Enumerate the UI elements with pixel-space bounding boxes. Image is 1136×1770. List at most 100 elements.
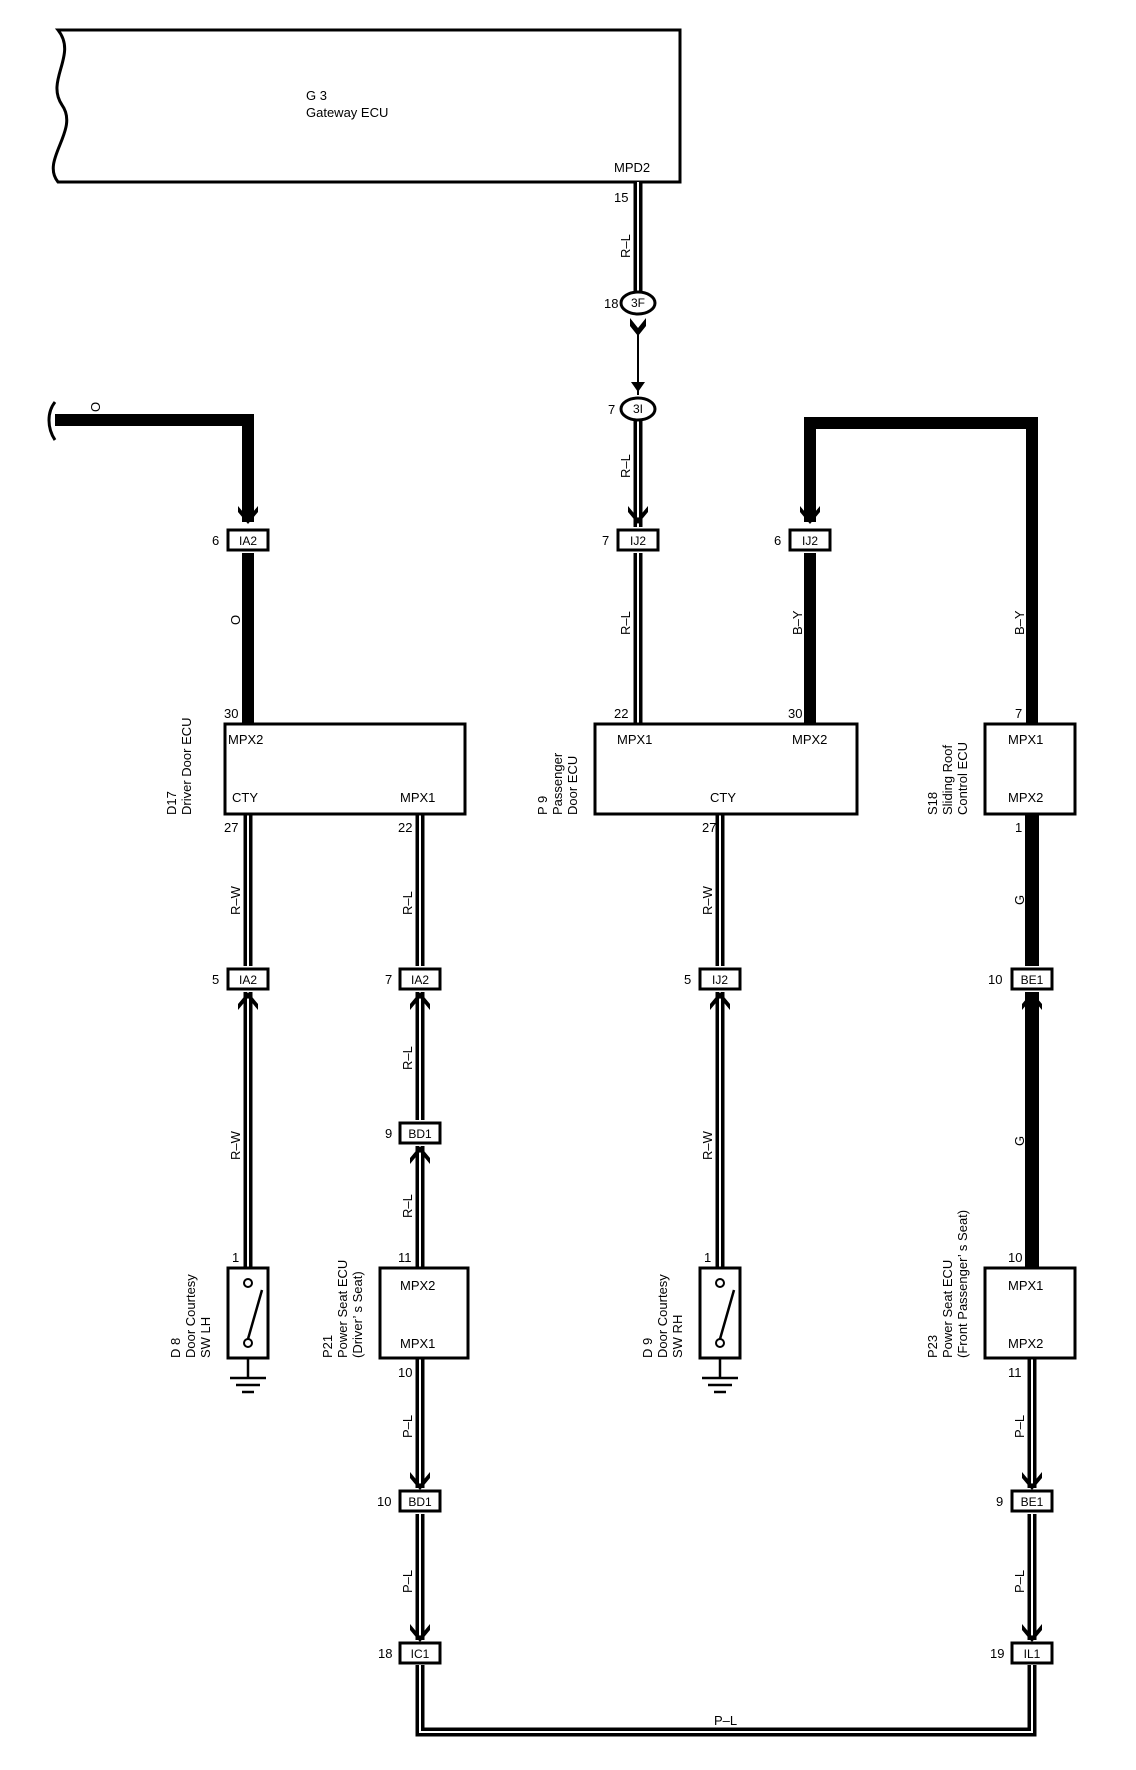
switch-contact-icon xyxy=(718,1289,736,1340)
svg-text:27: 27 xyxy=(702,820,716,835)
wire-code: R–L xyxy=(618,454,633,478)
svg-text:MPX2: MPX2 xyxy=(228,732,263,747)
arrow-up-icon xyxy=(410,992,430,1010)
svg-text:P21: P21 xyxy=(320,1335,335,1358)
driver-door-ecu: MPX2 30 CTY 27 MPX1 22 D17 Driver Door E… xyxy=(164,706,467,835)
svg-text:IA2: IA2 xyxy=(239,534,257,548)
svg-text:MPX2: MPX2 xyxy=(1008,790,1043,805)
wire-code: B–Y xyxy=(790,610,805,635)
arrow-down-icon xyxy=(628,506,648,524)
joint-3f-pin: 18 xyxy=(604,296,618,311)
svg-text:P 9: P 9 xyxy=(535,796,550,815)
connector-ij2-right-top: IJ2 6 xyxy=(774,528,832,552)
connector-bd1-top: BD1 9 xyxy=(385,1121,442,1145)
svg-text:30: 30 xyxy=(224,706,238,721)
arrow-down-icon xyxy=(631,382,645,392)
wire-code: R–L xyxy=(618,234,633,258)
arrow-down-icon xyxy=(238,506,258,524)
svg-text:6: 6 xyxy=(774,533,781,548)
wire-code: B–Y xyxy=(1012,610,1027,635)
svg-text:MPX2: MPX2 xyxy=(1008,1336,1043,1351)
wire-code: G xyxy=(1012,1136,1027,1146)
svg-text:Driver Door ECU: Driver Door ECU xyxy=(179,717,194,815)
svg-text:MPX1: MPX1 xyxy=(400,790,435,805)
svg-text:MPX1: MPX1 xyxy=(617,732,652,747)
connector-ia2-mpx: IA2 7 xyxy=(385,967,442,991)
connector-be1-top: BE1 10 xyxy=(988,967,1054,991)
arrows xyxy=(238,318,1042,1642)
arrow-down-icon xyxy=(410,1624,430,1642)
svg-text:19: 19 xyxy=(990,1646,1004,1661)
svg-text:P23: P23 xyxy=(925,1335,940,1358)
svg-text:CTY: CTY xyxy=(710,790,736,805)
svg-text:BE1: BE1 xyxy=(1021,1495,1044,1509)
svg-text:BE1: BE1 xyxy=(1021,973,1044,987)
svg-text:D 8: D 8 xyxy=(168,1338,183,1358)
arrow-down-icon xyxy=(630,318,646,336)
connector-ij2-cty: IJ2 5 xyxy=(684,967,742,991)
gateway-pin: 15 xyxy=(614,190,628,205)
wire-code: P–L xyxy=(1012,1415,1027,1438)
svg-text:5: 5 xyxy=(212,972,219,987)
joint-3i-pin: 7 xyxy=(608,402,615,417)
svg-text:18: 18 xyxy=(378,1646,392,1661)
svg-text:MPX2: MPX2 xyxy=(400,1278,435,1293)
svg-text:MPX2: MPX2 xyxy=(792,732,827,747)
svg-text:9: 9 xyxy=(996,1494,1003,1509)
wire-code: R–L xyxy=(400,1194,415,1218)
connector-bd1-bottom: BD1 10 xyxy=(377,1489,442,1513)
svg-text:Power Seat ECU: Power Seat ECU xyxy=(940,1260,955,1358)
wire-code: R–L xyxy=(400,1046,415,1070)
svg-text:10: 10 xyxy=(377,1494,391,1509)
arrow-down-icon xyxy=(1022,1472,1042,1490)
switch-contact-icon xyxy=(246,1289,264,1340)
wire-o-top xyxy=(55,414,254,522)
svg-text:MPX1: MPX1 xyxy=(400,1336,435,1351)
svg-text:IJ2: IJ2 xyxy=(630,534,646,548)
svg-text:(Driver’ s Seat): (Driver’ s Seat) xyxy=(350,1271,365,1358)
wires xyxy=(55,182,1039,1737)
gateway-ecu-name: Gateway ECU xyxy=(306,105,388,120)
svg-text:10: 10 xyxy=(398,1365,412,1380)
svg-text:Door ECU: Door ECU xyxy=(565,756,580,815)
wire-code: P–L xyxy=(714,1713,737,1728)
connector-ia2-top: IA2 6 xyxy=(212,528,270,552)
connector-ia2-cty: IA2 5 xyxy=(212,967,270,991)
svg-text:10: 10 xyxy=(988,972,1002,987)
wire-code: P–L xyxy=(400,1415,415,1438)
ground-icon xyxy=(702,1358,738,1394)
connector-be1-bottom: BE1 9 xyxy=(996,1489,1054,1513)
svg-text:BD1: BD1 xyxy=(408,1495,432,1509)
svg-text:D17: D17 xyxy=(164,791,179,815)
svg-text:5: 5 xyxy=(684,972,691,987)
joint-3f-label: 3F xyxy=(631,296,645,310)
wire-end-cap xyxy=(47,401,57,441)
svg-text:7: 7 xyxy=(385,972,392,987)
arrow-down-icon xyxy=(410,1472,430,1490)
wire-code: R–W xyxy=(228,1130,243,1160)
svg-text:Door Courtesy: Door Courtesy xyxy=(655,1274,670,1358)
arrow-down-icon xyxy=(1022,1624,1042,1642)
svg-text:D 9: D 9 xyxy=(640,1338,655,1358)
svg-text:7: 7 xyxy=(602,533,609,548)
wire-code: G xyxy=(1012,895,1027,905)
joint-3i-label: 3I xyxy=(633,402,643,416)
arrow-down-icon xyxy=(800,506,820,524)
wire-color-labels: R–L O O R–L R–L B–Y B–Y R–W R–L R–W G R–… xyxy=(88,234,1027,1728)
wire-code: R–W xyxy=(228,885,243,915)
svg-text:IA2: IA2 xyxy=(239,973,257,987)
svg-text:11: 11 xyxy=(398,1250,412,1265)
svg-text:9: 9 xyxy=(385,1126,392,1141)
wire-code: P–L xyxy=(1012,1570,1027,1593)
inline-connectors: IA2 6 IJ2 7 IJ2 6 IA2 5 IA2 7 IJ2 5 xyxy=(212,528,1054,1665)
svg-text:30: 30 xyxy=(788,706,802,721)
arrow-up-icon xyxy=(410,1146,430,1164)
svg-text:1: 1 xyxy=(232,1250,239,1265)
door-courtesy-sw-rh: 1 D 9 Door Courtesy SW RH xyxy=(640,1250,742,1394)
svg-text:(Front Passenger’ s Seat): (Front Passenger’ s Seat) xyxy=(955,1210,970,1358)
svg-text:Sliding Roof: Sliding Roof xyxy=(940,745,955,815)
svg-text:1: 1 xyxy=(704,1250,711,1265)
passenger-door-ecu: MPX1 22 MPX2 30 CTY 27 P 9 Passenger Doo… xyxy=(535,706,859,835)
power-seat-ecu-driver: MPX2 11 MPX1 10 P21 Power Seat ECU (Driv… xyxy=(320,1250,470,1380)
